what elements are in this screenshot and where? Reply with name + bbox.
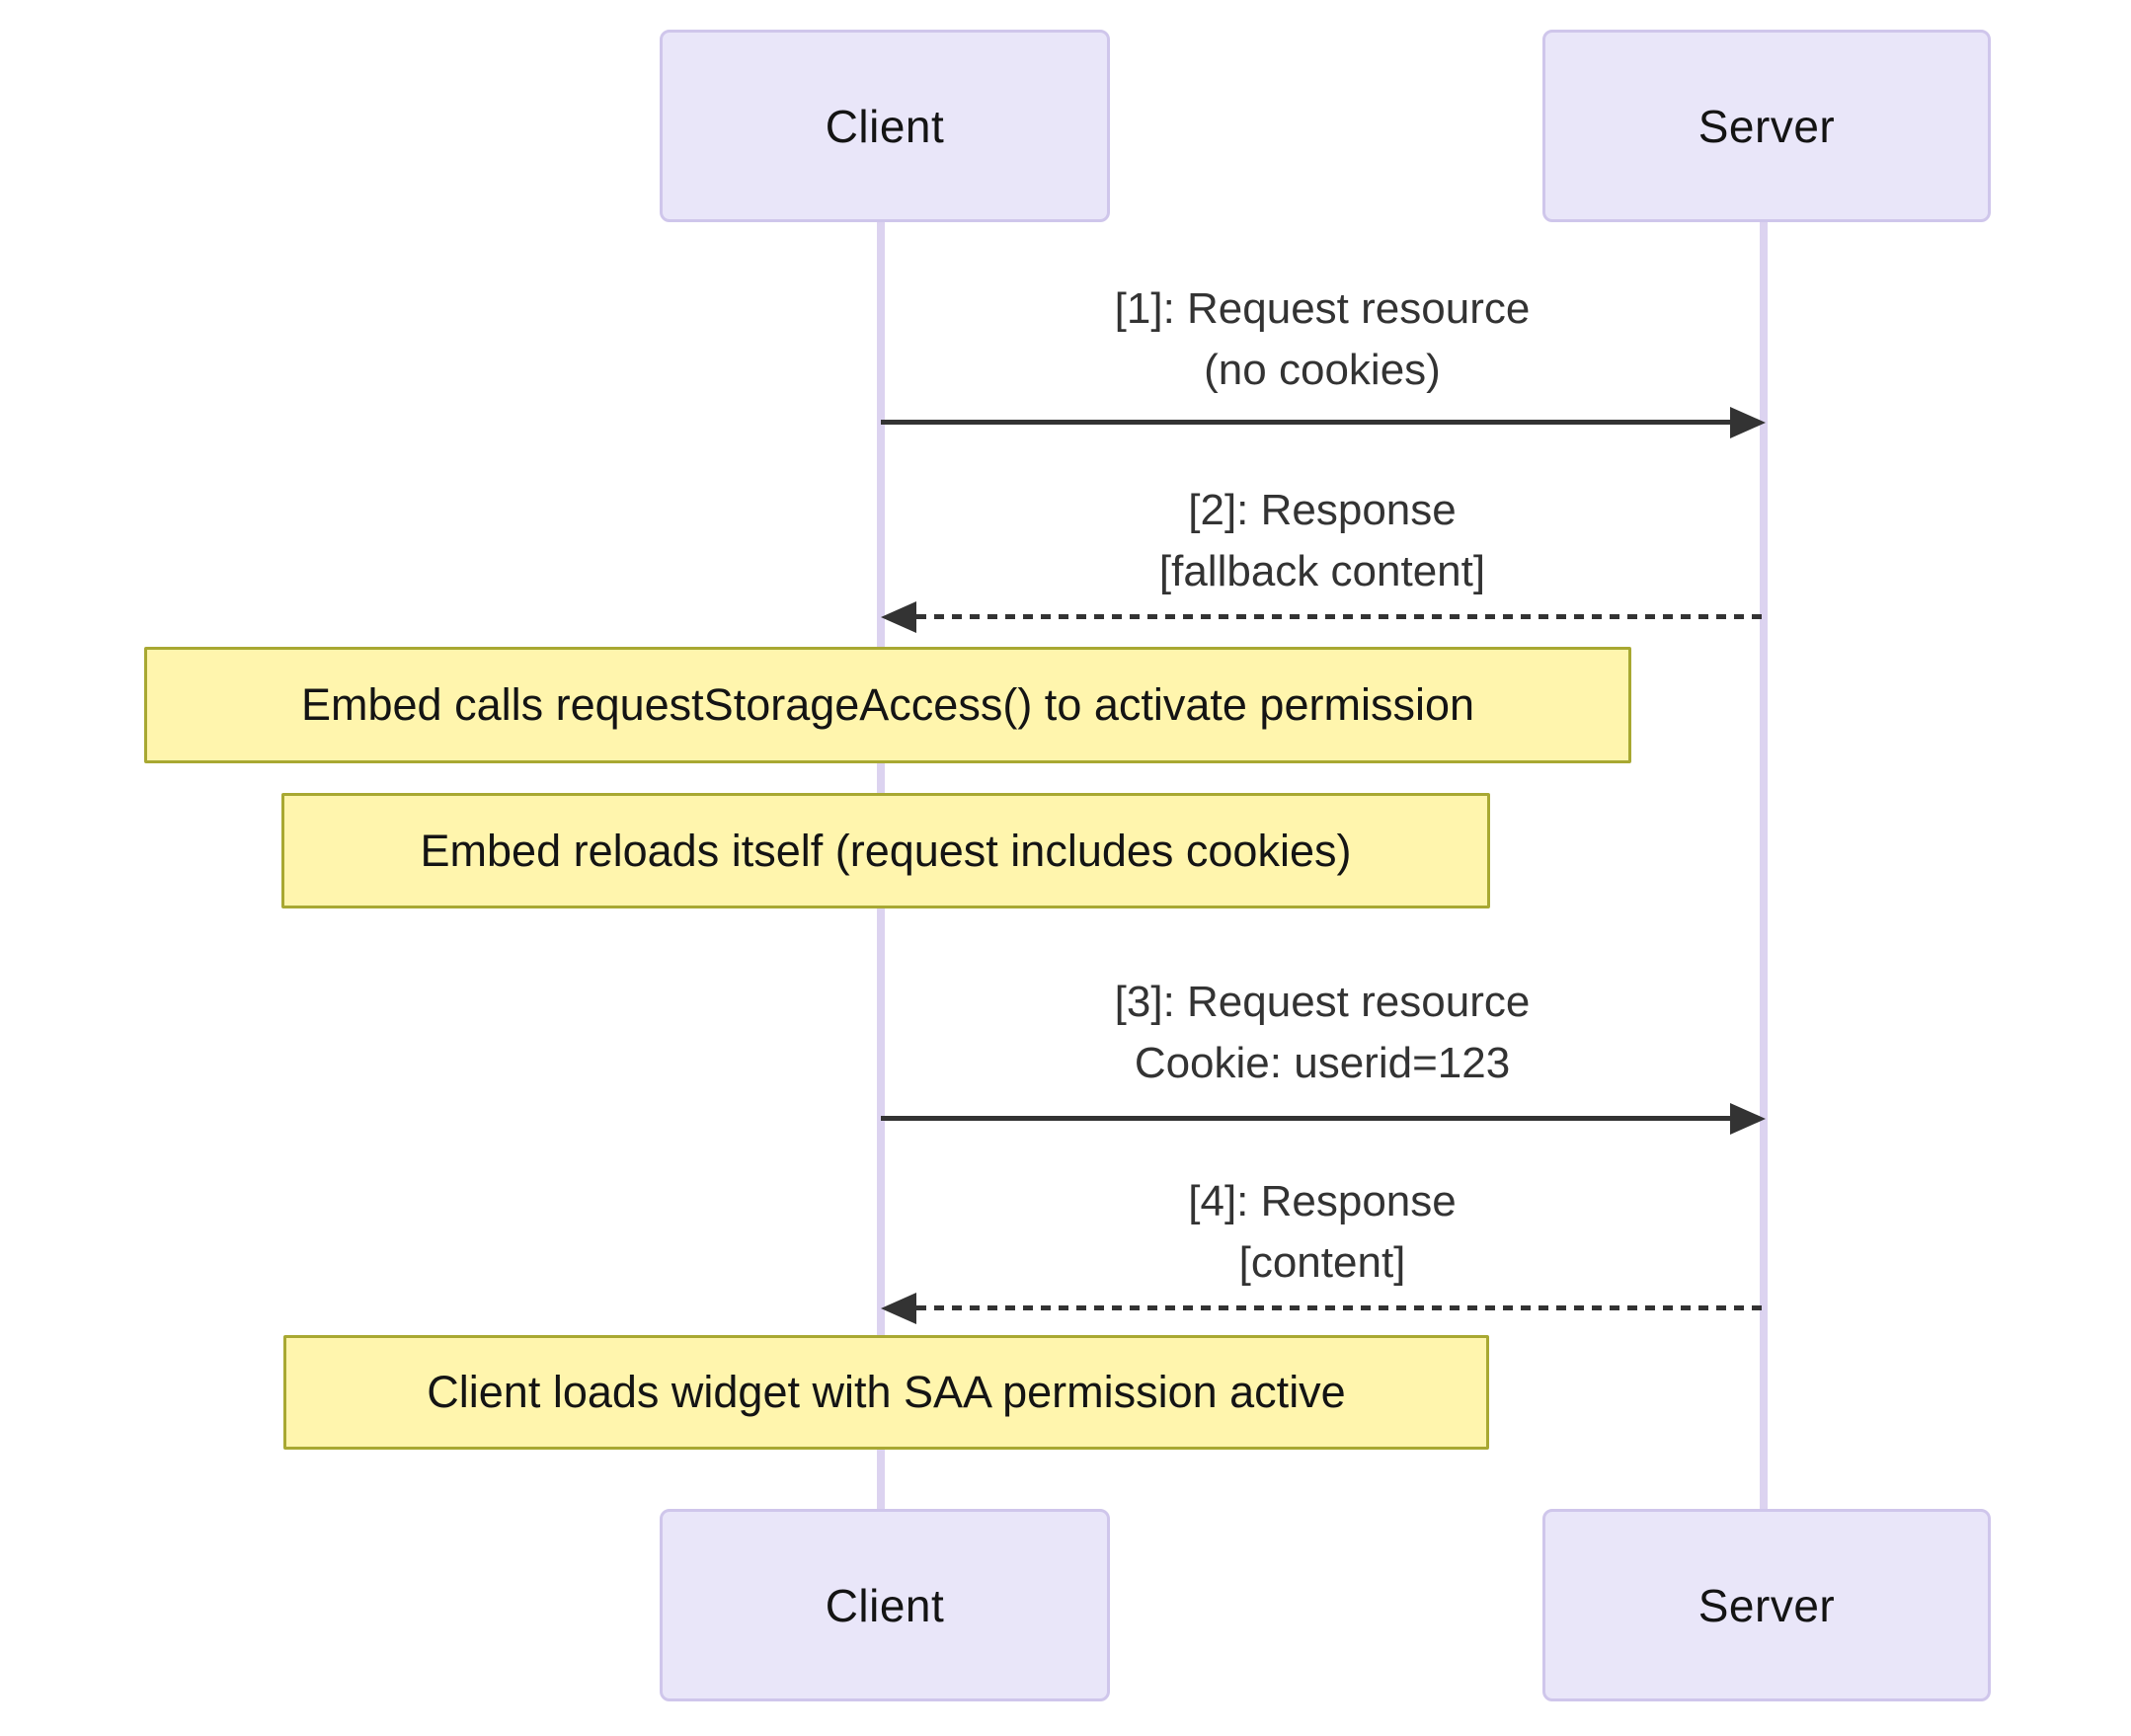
note-2-text: Embed reloads itself (request includes c…: [420, 825, 1352, 876]
actor-box-server-top: Server: [1542, 30, 1991, 222]
note-request-storage-access: Embed calls requestStorageAccess() to ac…: [144, 647, 1631, 763]
actor-label-server: Server: [1697, 100, 1836, 152]
message-4-arrowhead-icon: [881, 1293, 916, 1324]
note-3-text: Client loads widget with SAA permission …: [427, 1367, 1346, 1417]
message-1-line: [881, 420, 1730, 425]
actor-box-server-bottom: Server: [1542, 1509, 1991, 1701]
message-3-line: [881, 1116, 1730, 1121]
message-3-line1: [3]: Request resource: [1114, 978, 1531, 1026]
message-1-arrowhead-icon: [1730, 407, 1766, 438]
actor-box-client-bottom: Client: [660, 1509, 1110, 1701]
message-2-label: [2]: Response [fallback content]: [878, 480, 1767, 602]
actor-box-client-top: Client: [660, 30, 1110, 222]
message-2-line: [916, 614, 1764, 619]
message-4-label: [4]: Response [content]: [878, 1171, 1767, 1294]
note-1-text: Embed calls requestStorageAccess() to ac…: [300, 679, 1475, 730]
lifeline-server: [1760, 222, 1768, 1509]
message-3-line2: Cookie: userid=123: [1134, 1039, 1511, 1087]
actor-label-server-bottom: Server: [1697, 1579, 1836, 1631]
actor-label-client-bottom: Client: [825, 1579, 945, 1631]
message-2-arrowhead-icon: [881, 601, 916, 633]
message-3-label: [3]: Request resource Cookie: userid=123: [878, 972, 1767, 1094]
message-1-line2: (no cookies): [1204, 346, 1441, 394]
message-4-line: [916, 1305, 1764, 1310]
message-4-line1: [4]: Response: [1188, 1177, 1457, 1225]
message-4-line2: [content]: [1238, 1238, 1406, 1287]
message-1-label: [1]: Request resource (no cookies): [878, 278, 1767, 401]
message-1-line1: [1]: Request resource: [1114, 284, 1531, 333]
message-2-line1: [2]: Response: [1188, 486, 1457, 534]
note-client-loads-widget: Client loads widget with SAA permission …: [283, 1335, 1489, 1450]
note-embed-reloads: Embed reloads itself (request includes c…: [281, 793, 1490, 908]
message-2-line2: [fallback content]: [1158, 547, 1486, 595]
actor-label-client: Client: [825, 100, 945, 152]
message-3-arrowhead-icon: [1730, 1103, 1766, 1135]
